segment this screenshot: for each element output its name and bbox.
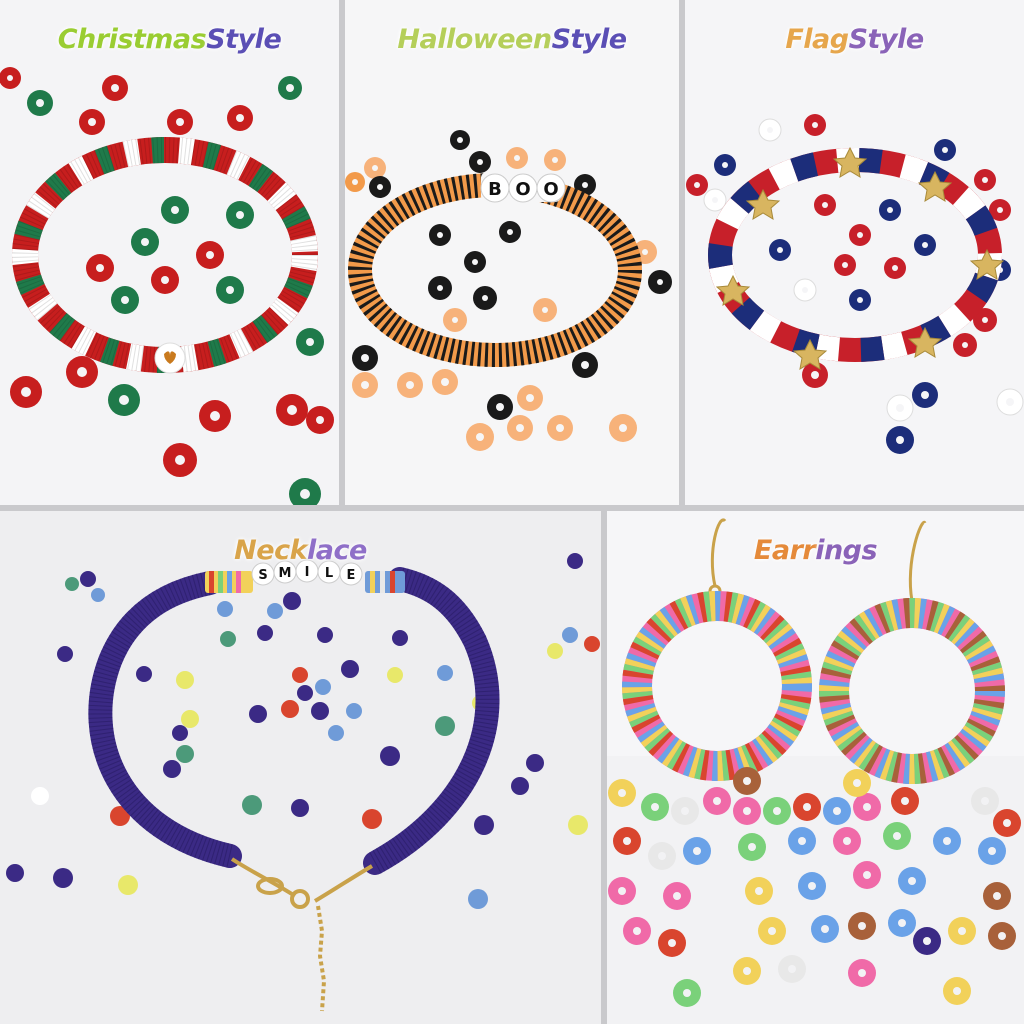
bead-letter-l: L xyxy=(325,566,333,581)
panel-earrings: Earrings xyxy=(607,511,1024,1024)
smile-letter-beads: S M I L E xyxy=(251,559,363,586)
title-word-necklace-part1: Neck xyxy=(234,535,308,566)
bead-letter-m: M xyxy=(279,566,292,581)
rainbow-hoop-left xyxy=(622,591,812,781)
necklace-photo: S M I L E xyxy=(6,553,600,1012)
bead-letter-o: O xyxy=(515,179,530,200)
flag-bracelet-photo xyxy=(686,114,1024,454)
christmas-bracelet xyxy=(12,137,318,374)
title-earrings: Earrings xyxy=(607,535,1024,566)
title-word-earrings-part2: ings xyxy=(815,535,878,566)
title-word-style: Style xyxy=(848,24,925,55)
panel-halloween-style: B O O Halloween Style xyxy=(345,0,679,505)
loose-beads xyxy=(345,130,672,451)
title-word-necklace-part2: lace xyxy=(307,535,367,566)
title-word-style: Style xyxy=(551,24,628,55)
title-flag-style: Flag Style xyxy=(685,24,1024,55)
bead-letter-s: S xyxy=(258,568,267,583)
title-word-style: Style xyxy=(206,24,282,55)
purple-bead-necklace xyxy=(88,567,500,875)
christmas-bracelet-photo xyxy=(0,67,334,505)
earrings-photo xyxy=(607,511,1024,1007)
title-word-earrings-part1: Earr xyxy=(753,535,816,566)
bead-letter-i: I xyxy=(305,565,310,580)
title-word-halloween: Halloween xyxy=(397,24,552,55)
title-halloween-style: Halloween Style xyxy=(345,24,679,55)
title-christmas-style: Christmas Style xyxy=(0,24,339,55)
loose-beads xyxy=(608,767,1021,1007)
bead-letter-o: O xyxy=(543,179,558,200)
halloween-bracelet-photo: B O O xyxy=(345,130,672,451)
rainbow-hoop-right xyxy=(819,598,1005,784)
gold-clasp-chain xyxy=(230,857,374,1012)
title-necklace: Necklace xyxy=(0,535,601,566)
title-word-christmas: Christmas xyxy=(57,24,207,55)
bead-letter-b: B xyxy=(488,179,502,200)
boo-letter-beads: B O O xyxy=(480,173,566,203)
panel-christmas-style: Christmas Style xyxy=(0,0,339,505)
flag-bracelet xyxy=(708,148,1002,362)
gold-star-beads xyxy=(715,146,1005,370)
panel-necklace: S M I L E Necklace xyxy=(0,511,601,1024)
bead-letter-e: E xyxy=(347,568,356,583)
title-word-flag: Flag xyxy=(785,24,849,55)
panel-flag-style: Flag Style xyxy=(685,0,1024,505)
loose-beads xyxy=(6,553,600,909)
loose-beads xyxy=(0,67,334,505)
